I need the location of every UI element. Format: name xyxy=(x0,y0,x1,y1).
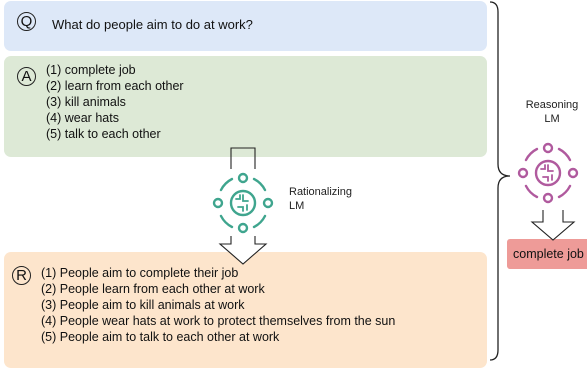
answer-choice: (5) talk to each other xyxy=(46,127,161,141)
answer-choices-list: (1) complete job (2) learn from each oth… xyxy=(46,62,184,142)
rationalizing-brain-icon xyxy=(212,172,274,234)
rationales-panel xyxy=(4,252,487,368)
down-arrow-icon xyxy=(218,236,268,265)
loop-connector xyxy=(230,147,256,169)
down-arrow-icon xyxy=(530,210,576,241)
answer-choice: (4) wear hats xyxy=(46,111,119,125)
answer-choice: (3) kill animals xyxy=(46,95,126,109)
reasoning-lm-label: Reasoning xyxy=(525,99,579,111)
rationale-item: (2) People learn from each other at work xyxy=(41,282,265,296)
answer-choice: (1) complete job xyxy=(46,63,136,77)
rationalizing-lm-label: Rationalizing xyxy=(289,186,352,198)
rationale-item: (3) People aim to kill animals at work xyxy=(41,298,245,312)
answer-choice: (2) learn from each other xyxy=(46,79,184,93)
answer-choices-panel xyxy=(4,56,487,157)
prediction-text: complete job xyxy=(513,247,584,261)
rationale-item: (1) People aim to complete their job xyxy=(41,266,239,280)
question-panel xyxy=(4,1,487,51)
rationales-list: (1) People aim to complete their job (2)… xyxy=(41,265,395,345)
question-letter-icon: Q xyxy=(17,12,36,31)
rationale-item: (5) People aim to talk to each other at … xyxy=(41,330,280,344)
reasoning-brain-icon xyxy=(517,142,579,204)
question-text: What do people aim to do at work? xyxy=(52,17,253,32)
prediction-box xyxy=(507,239,587,269)
reasoning-lm-label-line2: LM xyxy=(544,113,560,125)
rationale-letter-icon: R xyxy=(12,266,31,285)
answer-letter-icon: A xyxy=(17,67,36,86)
grouping-brace xyxy=(489,1,511,361)
rationale-item: (4) People wear hats at work to protect … xyxy=(41,314,396,328)
rationalizing-lm-label-line2: LM xyxy=(289,200,305,212)
